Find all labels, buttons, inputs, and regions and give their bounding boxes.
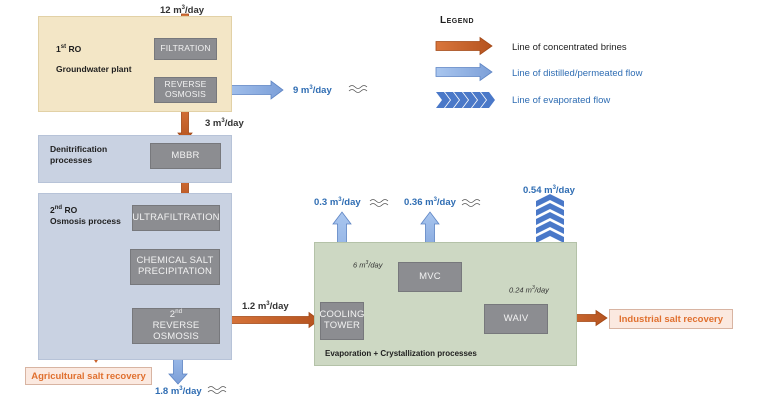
flow-ro1-brine-label: 3 m3/day xyxy=(205,118,244,130)
evaporated-chevron xyxy=(536,212,564,225)
mvc-distilled-wave-icon xyxy=(461,199,481,203)
legend-distilled-arrow xyxy=(435,62,493,82)
evaporated-chevron xyxy=(536,194,564,207)
legend-evaporated-chevron xyxy=(445,92,459,108)
reverse-osmosis-2-box: 2nd REVERSE OSMOSIS xyxy=(132,308,220,344)
flow-ro2-permeate-label: 1.8 m3/day xyxy=(155,386,202,398)
evaporated-chevron xyxy=(536,203,564,216)
flow-input-label: 12 m3/day xyxy=(160,5,205,17)
mvc-distilled-wave-icon xyxy=(461,203,481,207)
ro1-permeate-wave-icon xyxy=(348,89,368,93)
flow-ro1-permeate-label: 9 m3/day xyxy=(293,85,332,97)
flow-cooling-distilled-label: 0.3 m3/day xyxy=(314,197,361,209)
ro2-to-cooling-tower-arrow xyxy=(219,311,320,329)
waiv-box: WAIV xyxy=(484,304,548,334)
legend-item-evaporated: Line of evaporated flow xyxy=(512,95,611,106)
reverse-osmosis-box: REVERSE OSMOSIS xyxy=(154,77,217,103)
ro1-subtitle: Groundwater plant xyxy=(56,64,132,74)
legend-concentrated-arrow xyxy=(435,36,493,56)
ro1-title: 1st RO xyxy=(56,44,82,54)
legend-item-distilled: Line of distilled/permeated flow xyxy=(512,68,643,79)
legend-evaporated-chevron xyxy=(436,92,450,108)
ro1-permeate-wave-icon xyxy=(348,85,368,89)
flow-to-waiv-label: 0.24 m3/day xyxy=(509,285,549,295)
agricultural-salt-recovery: Agricultural salt recovery xyxy=(25,367,152,385)
evaporated-chevron xyxy=(536,221,564,234)
cooling-distilled-wave-icon xyxy=(369,199,389,203)
cooling-distilled-wave-icon xyxy=(369,203,389,207)
legend-title: Legend xyxy=(440,15,475,26)
legend-evaporated-chevron xyxy=(463,92,477,108)
chemical-salt-precipitation-box: CHEMICAL SALT PRECIPITATION xyxy=(130,249,220,285)
legend-item-concentrated: Line of concentrated brines xyxy=(512,42,627,53)
ro2-permeate-wave-icon xyxy=(207,386,227,390)
ro2-title: 2nd RO xyxy=(50,205,78,215)
flow-mvc-distilled-label: 0.36 m3/day xyxy=(404,197,456,209)
mbbr-box: MBBR xyxy=(150,143,221,169)
evaporation-caption: Evaporation + Crystallization processes xyxy=(325,349,477,358)
industrial-salt-recovery: Industrial salt recovery xyxy=(609,309,733,329)
legend-evaporated-chevron xyxy=(481,92,495,108)
ro2-permeate-wave-icon xyxy=(207,390,227,394)
flow-ro2-brine-label: 1.2 m3/day xyxy=(242,301,289,313)
flow-to-mvc-label: 6 m3/day xyxy=(353,260,383,270)
filtration-box: FILTRATION xyxy=(154,38,217,60)
mvc-box: MVC xyxy=(398,262,462,292)
ultrafiltration-box: ULTRAFILTRATION xyxy=(132,205,220,231)
legend-evaporated-chevron xyxy=(454,92,468,108)
legend-evaporated-chevron xyxy=(472,92,486,108)
evaporated-chevron xyxy=(536,230,564,243)
ro2-subtitle: Osmosis process xyxy=(50,216,121,226)
cooling-tower-box: COOLING TOWER xyxy=(319,302,364,340)
flow-evaporated-label: 0.54 m3/day xyxy=(523,185,575,197)
